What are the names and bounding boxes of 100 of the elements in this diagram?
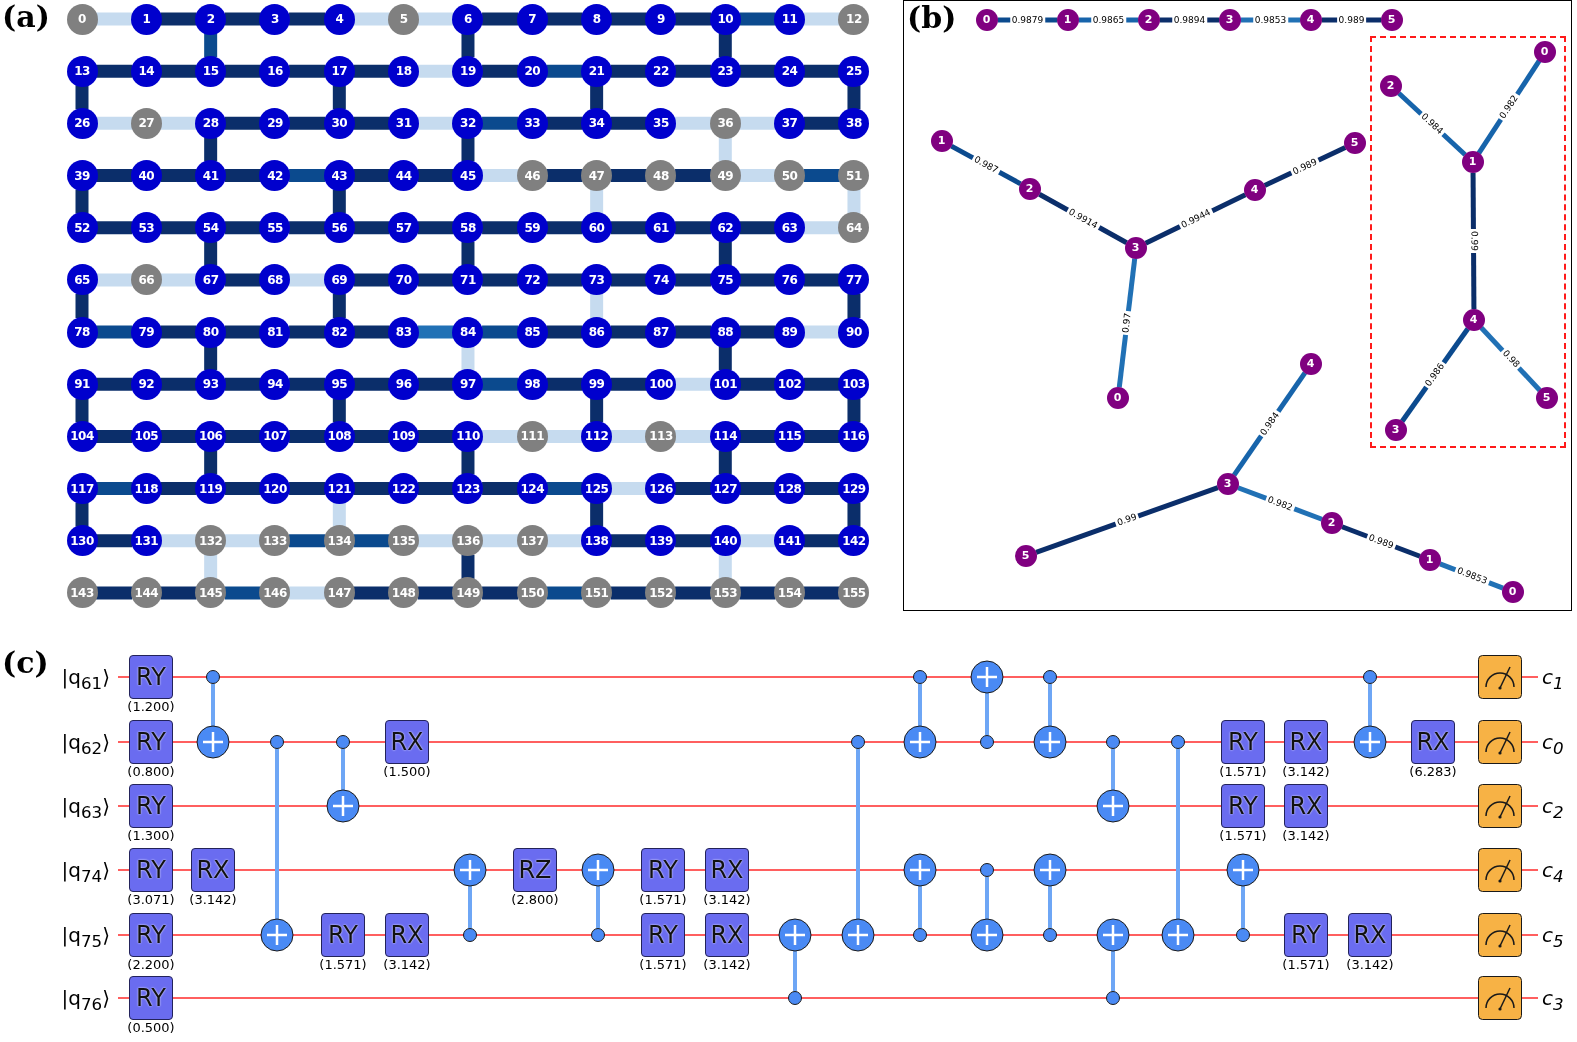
- graph-node: 2: [1379, 74, 1402, 97]
- edge-label: 0.9865: [1090, 14, 1127, 26]
- coupler-line: [96, 12, 133, 26]
- qubit-node: 47: [581, 160, 613, 192]
- target-symbol: [260, 918, 294, 952]
- coupler-line: [546, 169, 583, 183]
- qubit-node: 5: [388, 3, 420, 35]
- qubit-node: 76: [774, 264, 806, 296]
- graph-node: 5: [1535, 386, 1558, 409]
- qubit-node: 115: [774, 420, 806, 452]
- qubit-node: 95: [323, 368, 355, 400]
- qubit-node: 99: [581, 368, 613, 400]
- qubit-node: 104: [66, 420, 98, 452]
- rotation-gate: RY: [129, 655, 173, 699]
- edge-label: 0.989: [1336, 14, 1367, 26]
- coupler-line: [482, 273, 519, 287]
- gate-parameter: (1.571): [638, 957, 688, 973]
- coupler-line: [803, 116, 840, 130]
- coupler-line: [610, 377, 647, 391]
- qubit-node: 116: [838, 420, 870, 452]
- qubit-node: 28: [195, 107, 227, 139]
- qubit-node: 64: [838, 212, 870, 244]
- coupler-line: [546, 482, 583, 496]
- cnot-connector: [1176, 748, 1180, 920]
- qubit-node: 61: [645, 212, 677, 244]
- qubit-node: 53: [130, 212, 162, 244]
- qubit-node: 56: [323, 212, 355, 244]
- qubit-node: 41: [195, 160, 227, 192]
- coupler-line: [546, 221, 583, 235]
- coupler-line: [590, 398, 604, 423]
- qubit-node: 109: [388, 420, 420, 452]
- qubit-node: 120: [259, 473, 291, 505]
- control-dot: [980, 863, 994, 877]
- qubit-node: 39: [66, 160, 98, 192]
- qubit-node: 31: [388, 107, 420, 139]
- coupler-line: [75, 85, 89, 110]
- qubit-node: 21: [581, 55, 613, 87]
- graph-node: 2: [1018, 177, 1041, 200]
- classical-bit-label: c$_{2}$: [1542, 793, 1564, 824]
- qubit-node: 58: [452, 212, 484, 244]
- gate-parameter: (3.142): [702, 957, 752, 973]
- coupler-line: [224, 377, 261, 391]
- qubit-node: 150: [516, 577, 548, 609]
- qubit-node: 127: [709, 473, 741, 505]
- qubit-node: 57: [388, 212, 420, 244]
- coupler-line: [96, 429, 133, 443]
- coupler-line: [224, 534, 261, 548]
- qubit-node: 96: [388, 368, 420, 400]
- graph-node: 2: [1137, 8, 1160, 31]
- coupler-line: [739, 273, 776, 287]
- qubit-node: 138: [581, 525, 613, 557]
- cnot-connector: [985, 876, 989, 920]
- cnot-connector: [596, 885, 600, 929]
- gate-parameter: (2.200): [126, 957, 176, 973]
- coupler-line: [417, 221, 454, 235]
- cnot-connector: [1368, 683, 1372, 727]
- coupler-line: [482, 169, 519, 183]
- gate-parameter: (1.571): [1218, 828, 1268, 844]
- qubit-node: 78: [66, 316, 98, 348]
- target-symbol: [841, 918, 875, 952]
- measurement-gate: [1478, 848, 1522, 892]
- control-dot: [270, 735, 284, 749]
- coupler-line: [353, 325, 390, 339]
- control-dot: [1106, 735, 1120, 749]
- coupler-line: [332, 502, 346, 527]
- coupler-line: [96, 221, 133, 235]
- qubit-node: 14: [130, 55, 162, 87]
- target-symbol: [970, 918, 1004, 952]
- qubit-node: 114: [709, 420, 741, 452]
- target-symbol: [1033, 725, 1067, 759]
- target-symbol: [1033, 853, 1067, 887]
- qubit-node: 30: [323, 107, 355, 139]
- qubit-node: 1: [130, 3, 162, 35]
- edge-label: 0.982: [1264, 493, 1296, 514]
- coupler-line: [739, 429, 776, 443]
- coupler-line: [739, 325, 776, 339]
- coupler-line: [675, 221, 712, 235]
- coupler-line: [417, 586, 454, 600]
- qubit-node: 129: [838, 473, 870, 505]
- classical-bit-label: c$_{0}$: [1542, 729, 1564, 760]
- measurement-gate: [1478, 976, 1522, 1020]
- coupler-line: [332, 189, 346, 214]
- qubit-node: 130: [66, 525, 98, 557]
- qubit-node: 60: [581, 212, 613, 244]
- qubit-node: 139: [645, 525, 677, 557]
- coupler-line: [160, 64, 197, 78]
- coupler-line: [675, 377, 712, 391]
- coupler-line: [417, 116, 454, 130]
- coupler-line: [546, 273, 583, 287]
- coupler-line: [675, 586, 712, 600]
- coupler-line: [739, 116, 776, 130]
- qubit-label: |q$_{75}$⟩: [61, 922, 110, 953]
- qubit-node: 69: [323, 264, 355, 296]
- qubit-node: 71: [452, 264, 484, 296]
- coupler-line: [96, 169, 133, 183]
- qubit-node: 140: [709, 525, 741, 557]
- qubit-node: 32: [452, 107, 484, 139]
- qubit-node: 7: [516, 3, 548, 35]
- coupler-line: [353, 377, 390, 391]
- coupler-line: [96, 325, 133, 339]
